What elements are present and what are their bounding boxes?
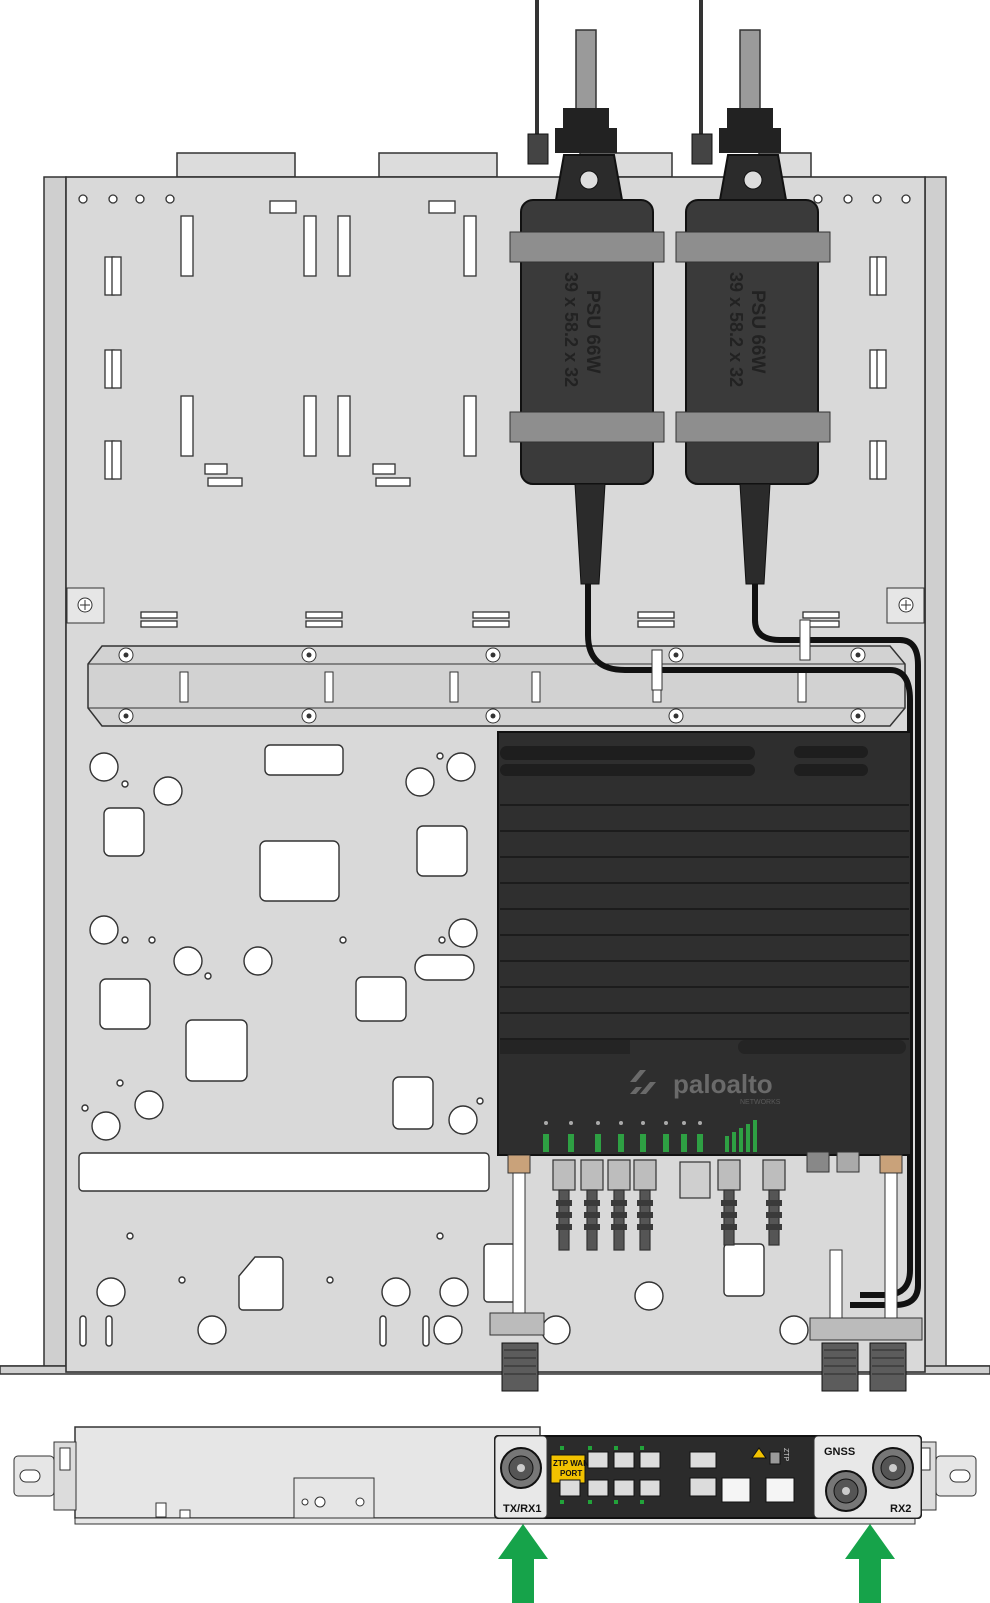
- chassis-holes-lower: [78, 744, 809, 1347]
- ethernet-port-icon: [552, 1159, 576, 1251]
- brand-name: paloalto: [673, 1069, 773, 1099]
- chassis-slots: [104, 215, 887, 628]
- cable-clips: [651, 619, 811, 691]
- gnss-label: GNSS: [824, 1446, 855, 1458]
- palo-alto-logo-icon: [630, 1070, 656, 1094]
- status-leds: [543, 1120, 757, 1152]
- rx2-label: RX2: [890, 1503, 911, 1515]
- chassis-top-tabs: [176, 152, 812, 178]
- txrx1-label: TX/RX1: [503, 1503, 542, 1515]
- psu-cables: [527, 0, 788, 201]
- antenna-connector-icon: [501, 1342, 907, 1392]
- psu-right-dim: 39 x 58.2 x 32: [726, 272, 746, 387]
- psu-left: PSU 66W 39 x 58.2 x 32: [509, 199, 665, 585]
- chassis-holes-top: [78, 194, 911, 214]
- chassis-crossbar: [87, 645, 906, 727]
- arrow-up-icon: [498, 1524, 895, 1603]
- antenna-pigtails: [489, 1151, 923, 1392]
- psu-left-label: PSU 66W: [582, 290, 603, 373]
- screw-icon: [66, 587, 925, 624]
- front-router-panel: TX/RX1 ZTP WAN PORT ZTP GNSS RX2: [494, 1435, 922, 1519]
- psu-left-dim: 39 x 58.2 x 32: [561, 272, 581, 387]
- ethernet-cables: [552, 1159, 786, 1251]
- brand-sub: NETWORKS: [740, 1099, 781, 1106]
- ztp-wan-label-line2: PORT: [560, 1469, 582, 1478]
- power-cables: [585, 584, 921, 1308]
- ztp-wan-label-line1: ZTP WAN: [553, 1459, 589, 1468]
- router-device: paloalto NETWORKS: [497, 731, 912, 1156]
- front-chassis: [13, 1426, 977, 1525]
- psu-right-label: PSU 66W: [747, 290, 768, 373]
- psu-right: PSU 66W 39 x 58.2 x 32: [675, 199, 831, 585]
- ztp-small-label: ZTP: [782, 1448, 789, 1462]
- front-ethernet-ports: [559, 1451, 795, 1503]
